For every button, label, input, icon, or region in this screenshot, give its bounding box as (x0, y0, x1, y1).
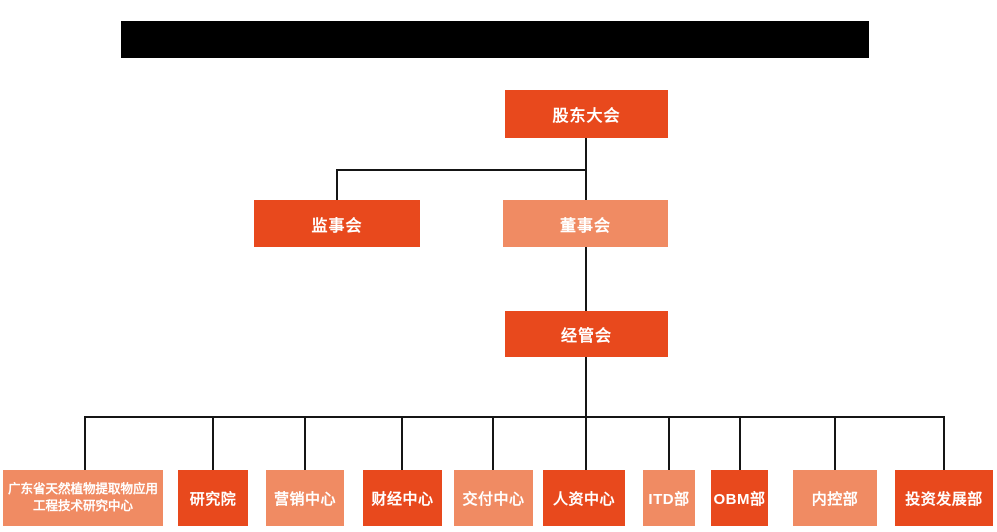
connector-drop-obm-dept (739, 416, 741, 470)
connector-drop-research-center (84, 416, 86, 470)
connector-drop-research-institute (212, 416, 214, 470)
org-node-management-committee: 经管会 (505, 311, 668, 357)
connector-drop-finance-center (401, 416, 403, 470)
connector-drop-delivery-center (492, 416, 494, 470)
org-node-marketing-center: 营销中心 (266, 470, 344, 526)
connector-drop-supervisory (336, 169, 338, 200)
org-node-hr-center: 人资中心 (543, 470, 625, 526)
org-node-investment-development-dept: 投资发展部 (895, 470, 993, 526)
connector-management-to-rail (585, 357, 587, 416)
org-node-shareholders-meeting: 股东大会 (505, 90, 668, 138)
org-node-delivery-center: 交付中心 (454, 470, 533, 526)
connector-drop-itd-dept (668, 416, 670, 470)
org-node-internal-control-dept: 内控部 (793, 470, 877, 526)
org-node-supervisory-board: 监事会 (254, 200, 420, 247)
org-node-obm-dept: OBM部 (711, 470, 768, 526)
connector-branch-horizontal (336, 169, 587, 171)
connector-bottom-rail (84, 416, 945, 418)
org-node-finance-center: 财经中心 (363, 470, 442, 526)
connector-drop-hr-center (585, 416, 587, 470)
connector-drop-investment-dev-dept (943, 416, 945, 470)
org-node-itd-dept: ITD部 (643, 470, 695, 526)
org-node-research-institute: 研究院 (178, 470, 248, 526)
connector-board-to-management (585, 247, 587, 311)
connector-drop-marketing-center (304, 416, 306, 470)
org-node-gd-plant-extract-research-center: 广东省天然植物提取物应用工程技术研究中心 (3, 470, 163, 526)
redacted-title-bar (121, 21, 869, 58)
connector-drop-internal-control-dept (834, 416, 836, 470)
org-node-board-of-directors: 董事会 (503, 200, 668, 247)
